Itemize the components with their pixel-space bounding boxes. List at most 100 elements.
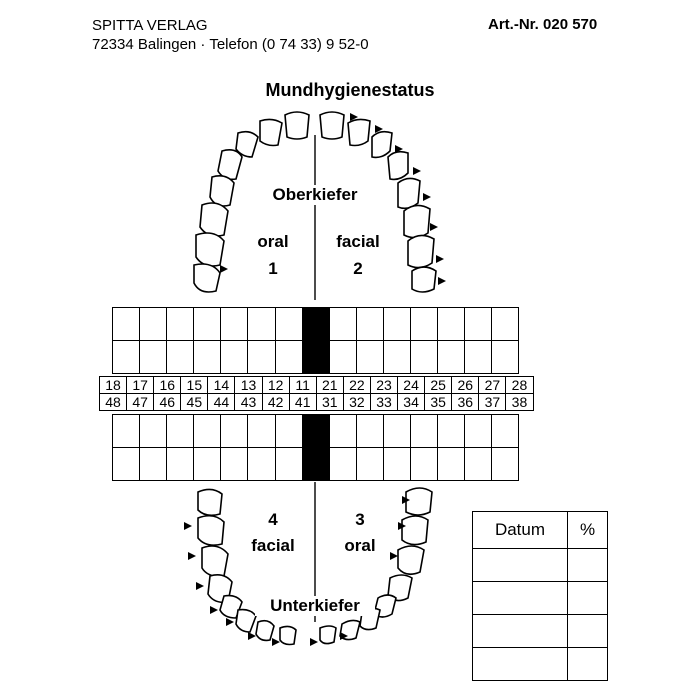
percent-cell[interactable] <box>567 548 608 582</box>
grid-cell[interactable] <box>166 447 195 481</box>
grid-cell[interactable] <box>247 414 276 448</box>
tooth-number: 16 <box>153 376 182 394</box>
grid-cell[interactable] <box>220 414 249 448</box>
grid-cell[interactable] <box>220 447 249 481</box>
lower-plaque-grid <box>111 414 520 481</box>
grid-cell[interactable] <box>274 447 303 481</box>
grid-cell[interactable] <box>355 340 384 374</box>
date-cell[interactable] <box>472 581 568 615</box>
col-percent-header: % <box>567 511 608 549</box>
date-cell[interactable] <box>472 548 568 582</box>
upper-right-quadrant-number: 2 <box>353 259 363 278</box>
grid-cell[interactable] <box>139 414 168 448</box>
grid-cell[interactable] <box>437 307 466 341</box>
grid-cell[interactable] <box>382 307 412 341</box>
percent-cell[interactable] <box>567 581 608 615</box>
grid-cell[interactable] <box>437 414 466 448</box>
grid-cell[interactable] <box>437 447 466 481</box>
grid-cell[interactable] <box>220 340 249 374</box>
publisher-info: SPITTA VERLAG 72334 Balingen · Telefon (… <box>92 16 369 54</box>
date-cell[interactable] <box>472 647 568 681</box>
grid-cell[interactable] <box>410 307 439 341</box>
grid-cell[interactable] <box>111 414 141 448</box>
grid-cell[interactable] <box>464 307 493 341</box>
tooth-number: 47 <box>126 393 155 411</box>
grid-cell[interactable] <box>274 340 303 374</box>
results-table-header: Datum % <box>472 511 608 549</box>
publisher-address: 72334 Balingen · Telefon (0 74 33) 9 52-… <box>92 36 369 53</box>
grid-cell[interactable] <box>274 414 303 448</box>
grid-cell[interactable] <box>382 414 412 448</box>
results-row <box>472 581 608 615</box>
grid-divider <box>301 447 330 481</box>
percent-cell[interactable] <box>567 647 608 681</box>
grid-cell[interactable] <box>166 414 195 448</box>
grid-row <box>111 307 520 341</box>
grid-cell[interactable] <box>166 340 195 374</box>
grid-cell[interactable] <box>491 414 520 448</box>
grid-cell[interactable] <box>464 414 493 448</box>
grid-cell[interactable] <box>193 340 222 374</box>
grid-cell[interactable] <box>139 307 168 341</box>
grid-cell[interactable] <box>491 447 520 481</box>
grid-cell[interactable] <box>437 340 466 374</box>
grid-cell[interactable] <box>193 307 222 341</box>
grid-cell[interactable] <box>220 307 249 341</box>
grid-cell[interactable] <box>328 447 357 481</box>
upper-left-quadrant-number: 1 <box>268 259 278 278</box>
grid-cell[interactable] <box>193 447 222 481</box>
tooth-number: 13 <box>234 376 263 394</box>
lower-jaw-diagram <box>184 482 433 646</box>
tooth-number: 18 <box>98 376 128 394</box>
upper-tooth-numbers: 18 17 16 15 14 13 12 11 21 22 23 24 25 2… <box>98 376 534 394</box>
grid-divider <box>301 340 330 374</box>
tooth-number: 41 <box>288 393 317 411</box>
lower-tooth-numbers: 48 47 46 45 44 43 42 41 31 32 33 34 35 3… <box>98 393 534 411</box>
tooth-number: 11 <box>288 376 317 394</box>
tooth-number: 14 <box>207 376 236 394</box>
grid-cell[interactable] <box>111 340 141 374</box>
grid-cell[interactable] <box>355 307 384 341</box>
grid-cell[interactable] <box>410 447 439 481</box>
date-cell[interactable] <box>472 614 568 648</box>
grid-cell[interactable] <box>410 340 439 374</box>
grid-cell[interactable] <box>328 340 357 374</box>
tooth-number: 28 <box>505 376 534 394</box>
grid-cell[interactable] <box>274 307 303 341</box>
lower-left-label: facial <box>251 536 295 555</box>
grid-cell[interactable] <box>139 447 168 481</box>
grid-cell[interactable] <box>328 414 357 448</box>
grid-cell[interactable] <box>355 447 384 481</box>
publisher-name: SPITTA VERLAG <box>92 17 208 34</box>
grid-cell[interactable] <box>355 414 384 448</box>
grid-cell[interactable] <box>247 447 276 481</box>
col-date-header: Datum <box>472 511 568 549</box>
grid-cell[interactable] <box>247 307 276 341</box>
tooth-number: 17 <box>126 376 155 394</box>
lower-jaw-label: Unterkiefer <box>255 596 375 616</box>
grid-cell[interactable] <box>410 414 439 448</box>
grid-cell[interactable] <box>382 447 412 481</box>
grid-cell[interactable] <box>139 340 168 374</box>
grid-cell[interactable] <box>328 307 357 341</box>
grid-cell[interactable] <box>166 307 195 341</box>
percent-cell[interactable] <box>567 614 608 648</box>
tooth-number: 12 <box>261 376 290 394</box>
upper-left-label: oral <box>257 232 289 251</box>
grid-cell[interactable] <box>111 307 141 341</box>
grid-cell[interactable] <box>247 340 276 374</box>
grid-cell[interactable] <box>464 447 493 481</box>
grid-cell[interactable] <box>464 340 493 374</box>
lower-right-quadrant-number: 3 <box>355 510 365 529</box>
grid-cell[interactable] <box>111 447 141 481</box>
grid-cell[interactable] <box>491 307 520 341</box>
grid-cell[interactable] <box>193 414 222 448</box>
results-table: Datum % <box>472 511 608 681</box>
tooth-number: 33 <box>369 393 399 411</box>
tooth-number: 32 <box>342 393 371 411</box>
grid-cell[interactable] <box>491 340 520 374</box>
tooth-number: 42 <box>261 393 290 411</box>
tooth-number: 43 <box>234 393 263 411</box>
grid-cell[interactable] <box>382 340 412 374</box>
tooth-number: 22 <box>342 376 371 394</box>
